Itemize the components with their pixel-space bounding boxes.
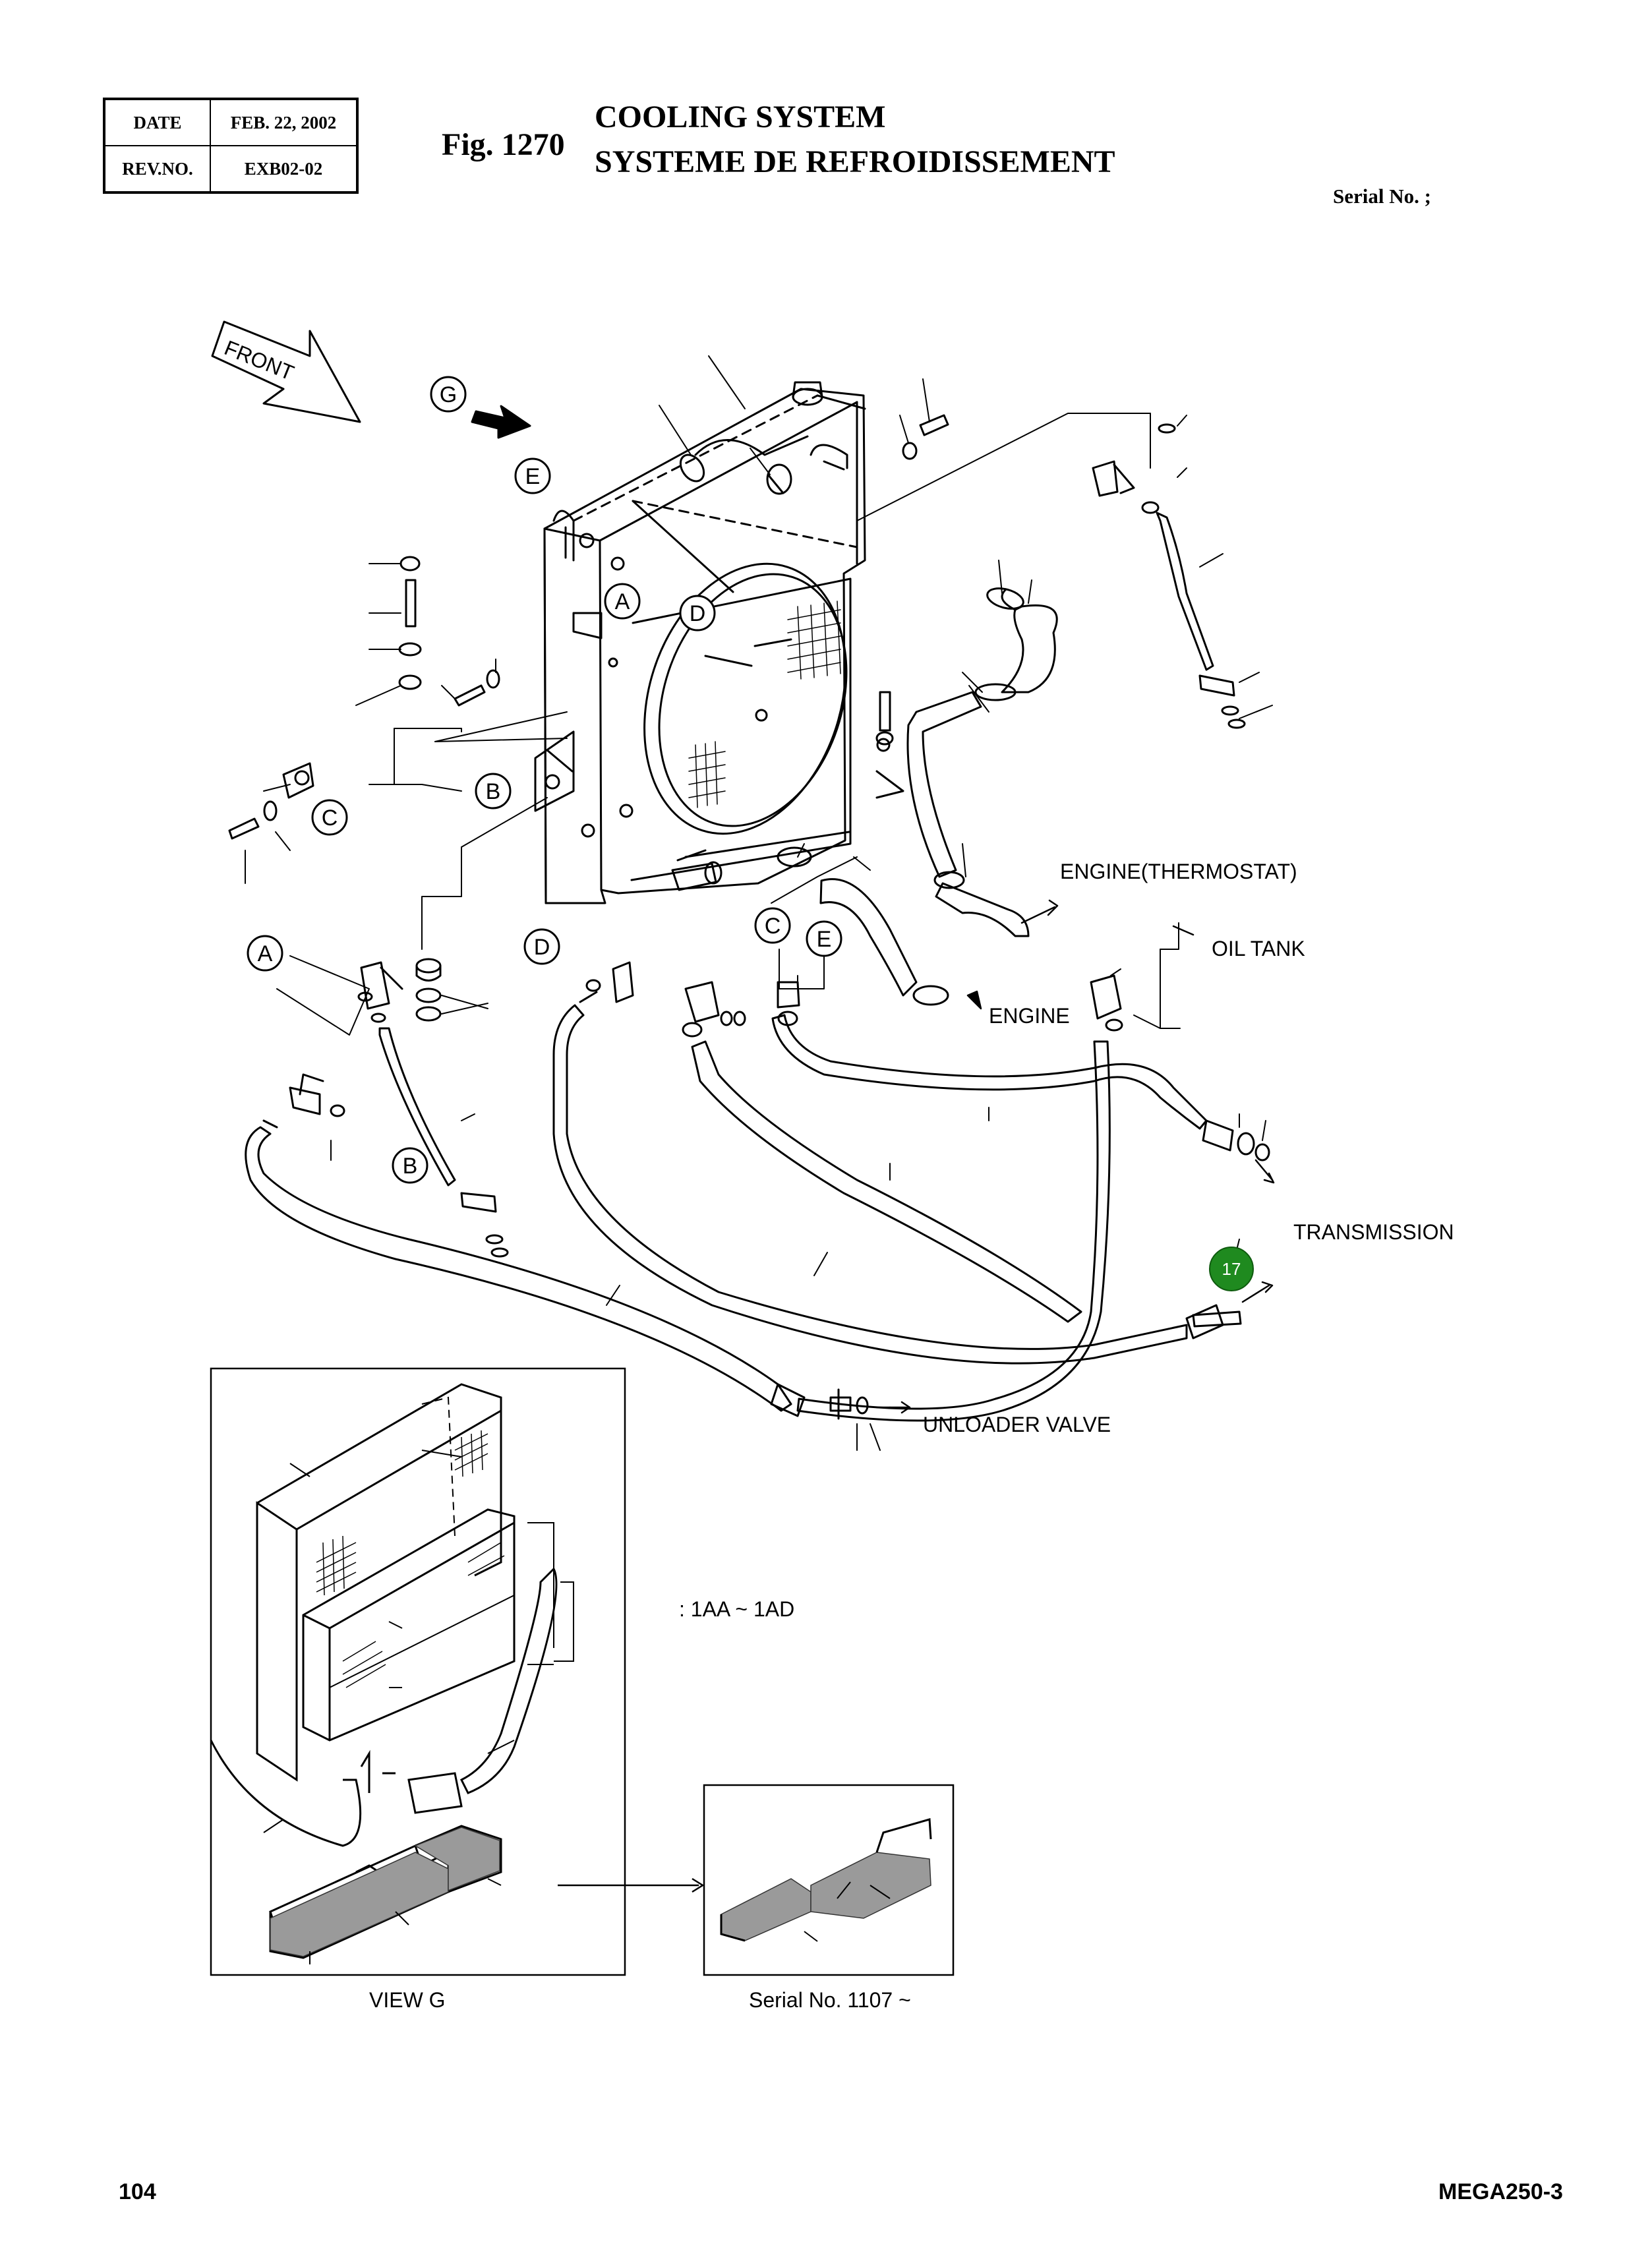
callout-g-letter: G [440, 382, 457, 407]
inset-arrow [558, 1877, 705, 1893]
callout-c-mid-letter: C [322, 806, 338, 831]
serial-inset [703, 1784, 955, 1976]
date-label: DATE [105, 100, 210, 146]
part-17-marker[interactable] [1209, 1247, 1254, 1291]
view-g-inset [210, 1367, 626, 1976]
serial-header: Serial No. ; [1333, 185, 1431, 208]
callout-d-low [523, 928, 560, 965]
label-serial-range: : 1AA ~ 1AD [679, 1597, 794, 1621]
label-transmission: TRANSMISSION [1293, 1220, 1454, 1244]
label-engine: ENGINE [989, 1004, 1070, 1028]
oil-cooler-hoses [245, 961, 1270, 1422]
view-g-arrow [471, 405, 531, 439]
caption-view-g: VIEW G [369, 1988, 446, 2012]
callout-g [430, 376, 467, 413]
radiator-assembly [534, 381, 904, 904]
rev-value: EXB02-02 [210, 146, 357, 192]
callout-c-low [754, 907, 791, 944]
caption-serial-after: Serial No. 1107 ~ [749, 1988, 911, 2012]
lower-hose [906, 691, 1030, 937]
callout-b-low-letter: B [403, 1154, 418, 1179]
front-arrow [211, 320, 361, 423]
callout-a-top-letter: A [615, 589, 630, 614]
page-number: 104 [119, 2179, 156, 2204]
date-value: FEB. 22, 2002 [210, 100, 357, 146]
part-17-number: 17 [1222, 1259, 1241, 1279]
callout-c-mid [311, 799, 348, 836]
callout-b-mid [475, 773, 512, 809]
title-english: COOLING SYSTEM [595, 100, 886, 134]
callout-e-top-letter: E [525, 464, 541, 489]
callout-circles [247, 376, 842, 1184]
mounting-rubbers [415, 958, 488, 1022]
label-engine-thermostat: ENGINE(THERMOSTAT) [1060, 860, 1297, 883]
callout-a-low-letter: A [258, 941, 273, 966]
leader-lines [245, 355, 1032, 884]
label-unloader-valve: UNLOADER VALVE [923, 1413, 1111, 1436]
callout-c-low-letter: C [765, 914, 781, 939]
leader-lines-mid [330, 922, 1266, 1451]
right-bracket-rod [856, 413, 1273, 729]
callout-d-low-letter: D [534, 935, 550, 960]
callout-a-low [247, 935, 283, 972]
callout-b-mid-letter: B [486, 779, 501, 804]
callout-letters: G E A D B C A D C E B [258, 382, 832, 1179]
callout-e-low-letter: E [817, 927, 832, 952]
left-bracket-rod [276, 955, 509, 1258]
revision-table: DATE FEB. 22, 2002 REV.NO. EXB02-02 [103, 98, 359, 194]
inset-captions: VIEW G Serial No. 1107 ~ [369, 1988, 911, 2012]
model-name: MEGA250-3 [1438, 2179, 1563, 2204]
fasteners-left [228, 414, 949, 862]
title-french: SYSTEME DE REFROIDISSEMENT [595, 144, 1115, 179]
callout-a-top [604, 583, 641, 620]
direction-arrows [875, 899, 1275, 1414]
callout-e-top [514, 457, 551, 494]
callout-d-top [679, 595, 716, 632]
destination-labels: ENGINE(THERMOSTAT) OIL TANK ENGINE TRANS… [679, 860, 1454, 1621]
figure-number: Fig. 1270 [442, 127, 565, 162]
label-oil-tank: OIL TANK [1212, 937, 1305, 960]
callout-b-low [392, 1147, 428, 1184]
callout-e-low [806, 920, 842, 957]
connection-lines [369, 711, 858, 989]
callout-d-top-letter: D [690, 601, 706, 626]
engine-hose [777, 846, 949, 1006]
upper-hose [974, 587, 1058, 701]
rev-label: REV.NO. [105, 146, 210, 192]
